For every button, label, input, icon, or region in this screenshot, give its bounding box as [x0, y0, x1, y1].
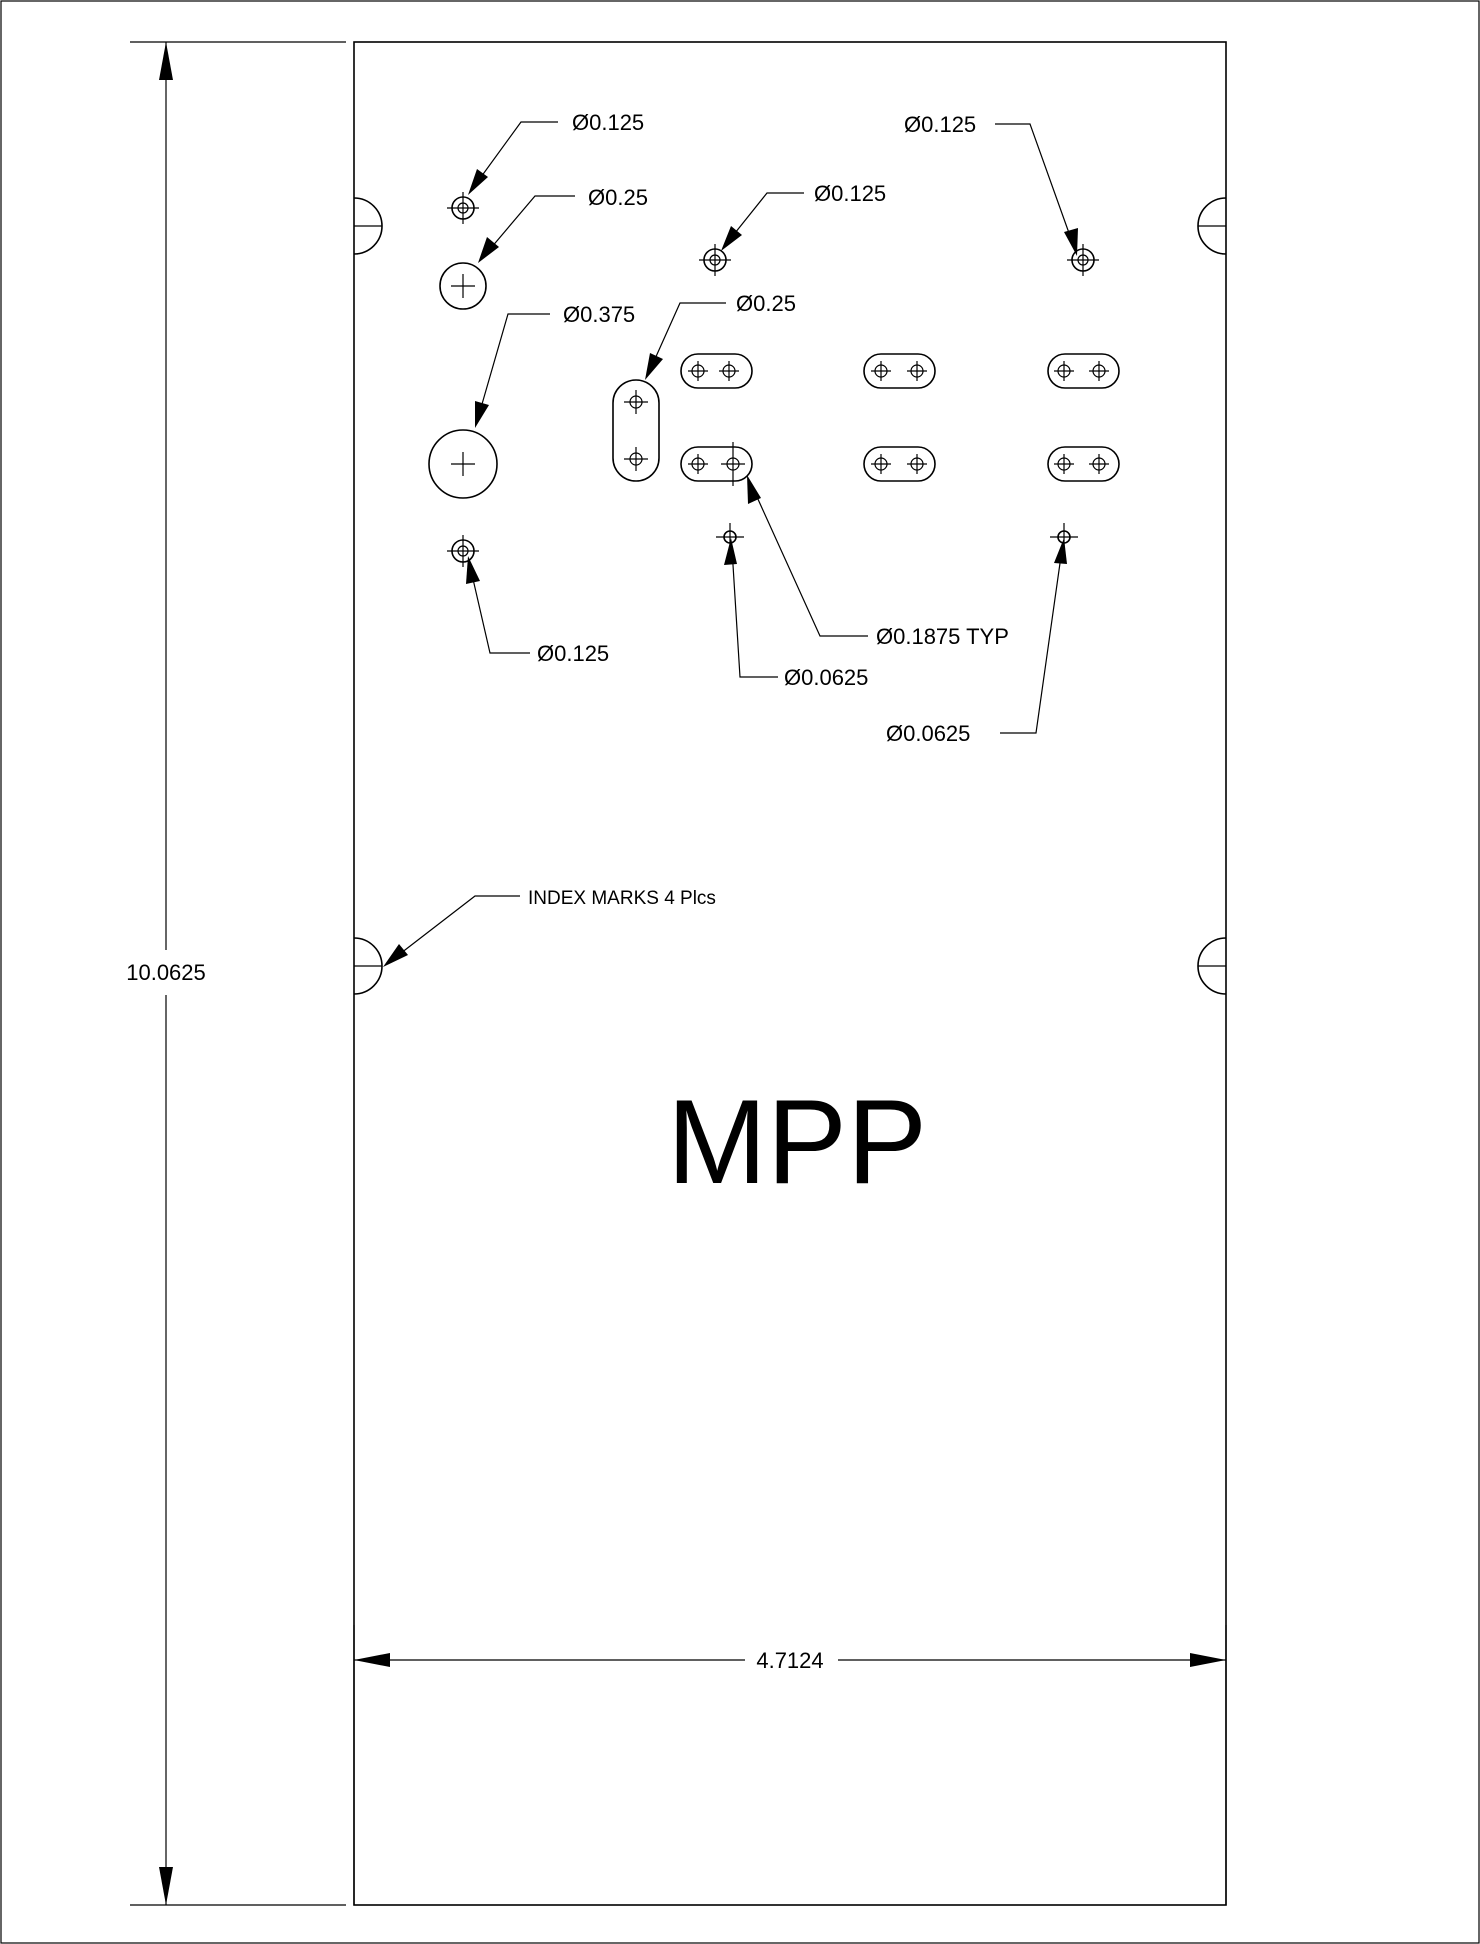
- slot-r2-c1: [680, 442, 753, 486]
- callout-hole-lower-left: Ø0.125: [537, 641, 609, 666]
- slot-r1-c2: [863, 353, 936, 389]
- index-marks: [353, 197, 1227, 995]
- callout-hole-tl-small: Ø0.125: [572, 110, 644, 135]
- part-title: MPP: [667, 1075, 927, 1209]
- slot-r2-c3: [1047, 446, 1120, 482]
- holes: [428, 192, 1099, 567]
- hole-lower-left: [447, 535, 479, 567]
- callout-hole-tr: Ø0.125: [904, 112, 976, 137]
- callout-hole-tl-medium: Ø0.25: [588, 185, 648, 210]
- hole-tr: [1067, 244, 1099, 276]
- callout-pin-right: Ø0.0625: [886, 721, 970, 746]
- hole-tl-medium: [439, 262, 487, 310]
- hole-large: [428, 429, 498, 499]
- slot-r1-c1: [680, 353, 753, 389]
- leaders: [383, 121, 1078, 967]
- callout-labels: Ø0.125 Ø0.25 Ø0.125 Ø0.125 Ø0.375 Ø0.25 …: [528, 110, 1009, 909]
- callout-pin-center: Ø0.0625: [784, 665, 868, 690]
- part-outline: [353, 41, 1227, 1906]
- vertical-slot: [612, 379, 660, 482]
- callout-hole-large: Ø0.375: [563, 302, 635, 327]
- slot-r2-c2: [863, 446, 936, 482]
- height-dimension: 10.0625: [126, 41, 346, 1906]
- hole-tl-small: [447, 192, 479, 224]
- width-dimension: 4.7124: [353, 1625, 1227, 1905]
- slot-r1-c3: [1047, 353, 1120, 389]
- callout-hole-top-center: Ø0.125: [814, 181, 886, 206]
- hole-top-center: [699, 244, 731, 276]
- callout-slot-holes: Ø0.1875 TYP: [876, 624, 1009, 649]
- width-dimension-label: 4.7124: [756, 1648, 823, 1673]
- horizontal-slots: [680, 353, 1120, 486]
- callout-vertical-slot: Ø0.25: [736, 291, 796, 316]
- callout-index-marks: INDEX MARKS 4 Plcs: [528, 888, 716, 909]
- height-dimension-label: 10.0625: [126, 960, 206, 985]
